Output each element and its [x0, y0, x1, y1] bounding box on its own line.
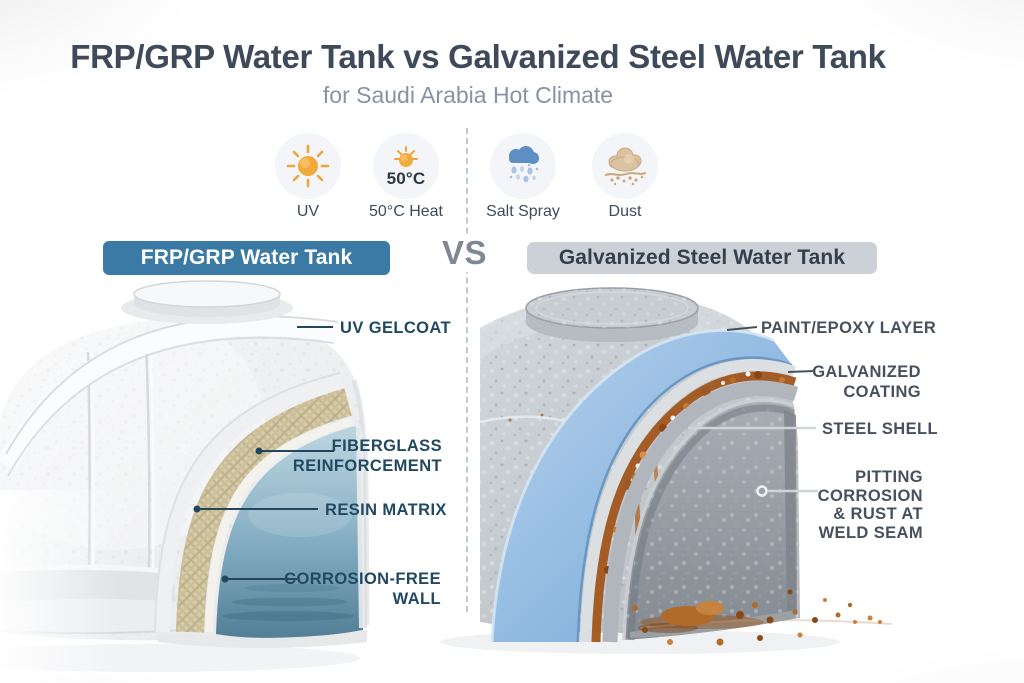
heat-sun-icon	[394, 145, 418, 167]
callout-uv-gelcoat: UV GELCOAT	[340, 319, 451, 337]
page-title: FRP/GRP Water Tank vs Galvanized Steel W…	[70, 38, 886, 75]
heat-value-text: 50°C	[386, 168, 426, 188]
steel-tank-illustration	[440, 287, 893, 654]
heat-icon-label: 50°C Heat	[369, 203, 443, 220]
salt-spray-icon	[509, 146, 539, 183]
steel-tank-badge: Galvanized Steel Water Tank	[527, 242, 877, 274]
callout-fiberglass-reinforcement: FIBERGLASS REINFORCEMENT	[292, 437, 442, 475]
callout-steel-shell: STEEL SHELL	[822, 420, 938, 438]
salt-spray-icon-label: Salt Spray	[486, 203, 560, 220]
page-subtitle: for Saudi Arabia Hot Climate	[322, 82, 614, 108]
vs-label: VS	[437, 234, 493, 272]
callout-galvanized-coating: GALVANIZED COATING	[812, 363, 921, 401]
uv-icon-label: UV	[296, 203, 320, 220]
center-divider	[466, 128, 468, 612]
callout-corrosion-free-wall: CORROSION-FREE WALL	[284, 570, 441, 608]
callout-paint-epoxy-layer: PAINT/EPOXY LAYER	[761, 319, 937, 337]
heat-icon-circle: 50°C	[373, 133, 439, 199]
uv-icon-circle	[275, 133, 341, 199]
dust-icon-label: Dust	[608, 203, 642, 220]
dust-icon-circle	[592, 133, 658, 199]
frp-tank-badge: FRP/GRP Water Tank	[103, 241, 390, 275]
dust-icon	[605, 147, 646, 186]
frp-tank-illustration	[0, 280, 370, 683]
sun-icon	[286, 144, 330, 188]
salt-spray-icon-circle	[490, 133, 556, 199]
callout-pitting-corrosion: PITTING CORROSION & RUST AT WELD SEAM	[817, 468, 923, 542]
callout-resin-matrix: RESIN MATRIX	[325, 501, 447, 519]
